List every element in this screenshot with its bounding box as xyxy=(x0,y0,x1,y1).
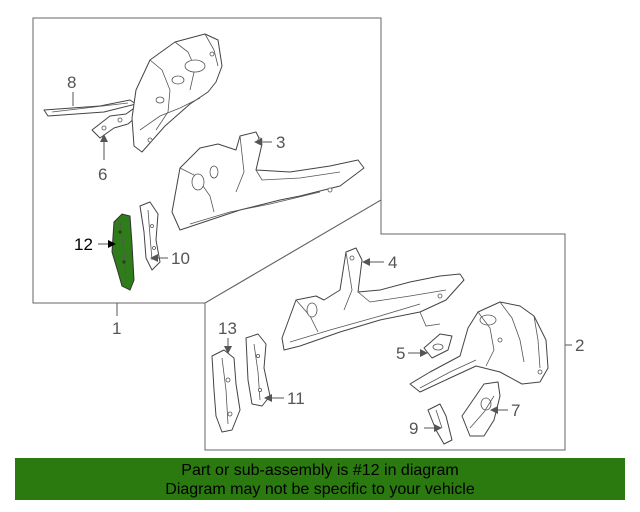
parts-diagram: 8 6 3 10 12 1 4 5 13 11 9 7 2 xyxy=(32,17,584,451)
callout-2: 2 xyxy=(575,336,584,355)
callout-5: 5 xyxy=(396,344,405,363)
part-9-drawing xyxy=(427,403,453,445)
part-12-highlighted xyxy=(111,213,135,291)
part-8-drawing xyxy=(43,99,137,117)
callout-7: 7 xyxy=(511,401,520,420)
apron-upper-drawing xyxy=(131,33,223,153)
banner-line-disclaimer: Diagram may not be specific to your vehi… xyxy=(165,481,475,498)
apron-lower-drawing xyxy=(409,301,549,393)
part-5-drawing xyxy=(423,333,453,359)
callout-3: 3 xyxy=(276,133,285,152)
info-banner: Part or sub-assembly is #12 in diagram D… xyxy=(15,458,625,500)
callout-11: 11 xyxy=(287,389,305,408)
callout-10: 10 xyxy=(171,249,190,268)
banner-line-part: Part or sub-assembly is #12 in diagram xyxy=(181,462,459,479)
callout-13: 13 xyxy=(218,319,237,338)
callout-1: 1 xyxy=(112,319,121,338)
callout-12: 12 xyxy=(74,235,93,254)
callout-4: 4 xyxy=(388,253,397,272)
callout-8: 8 xyxy=(67,73,76,92)
assembly-2-frame xyxy=(204,199,566,451)
frame-rail-lower-drawing xyxy=(281,247,465,351)
part-10-drawing xyxy=(139,201,161,271)
callout-9: 9 xyxy=(409,419,418,438)
frame-rail-upper-drawing xyxy=(171,131,365,231)
part-11-drawing xyxy=(245,333,271,407)
part-13-drawing xyxy=(211,349,241,433)
callout-6: 6 xyxy=(98,165,107,184)
